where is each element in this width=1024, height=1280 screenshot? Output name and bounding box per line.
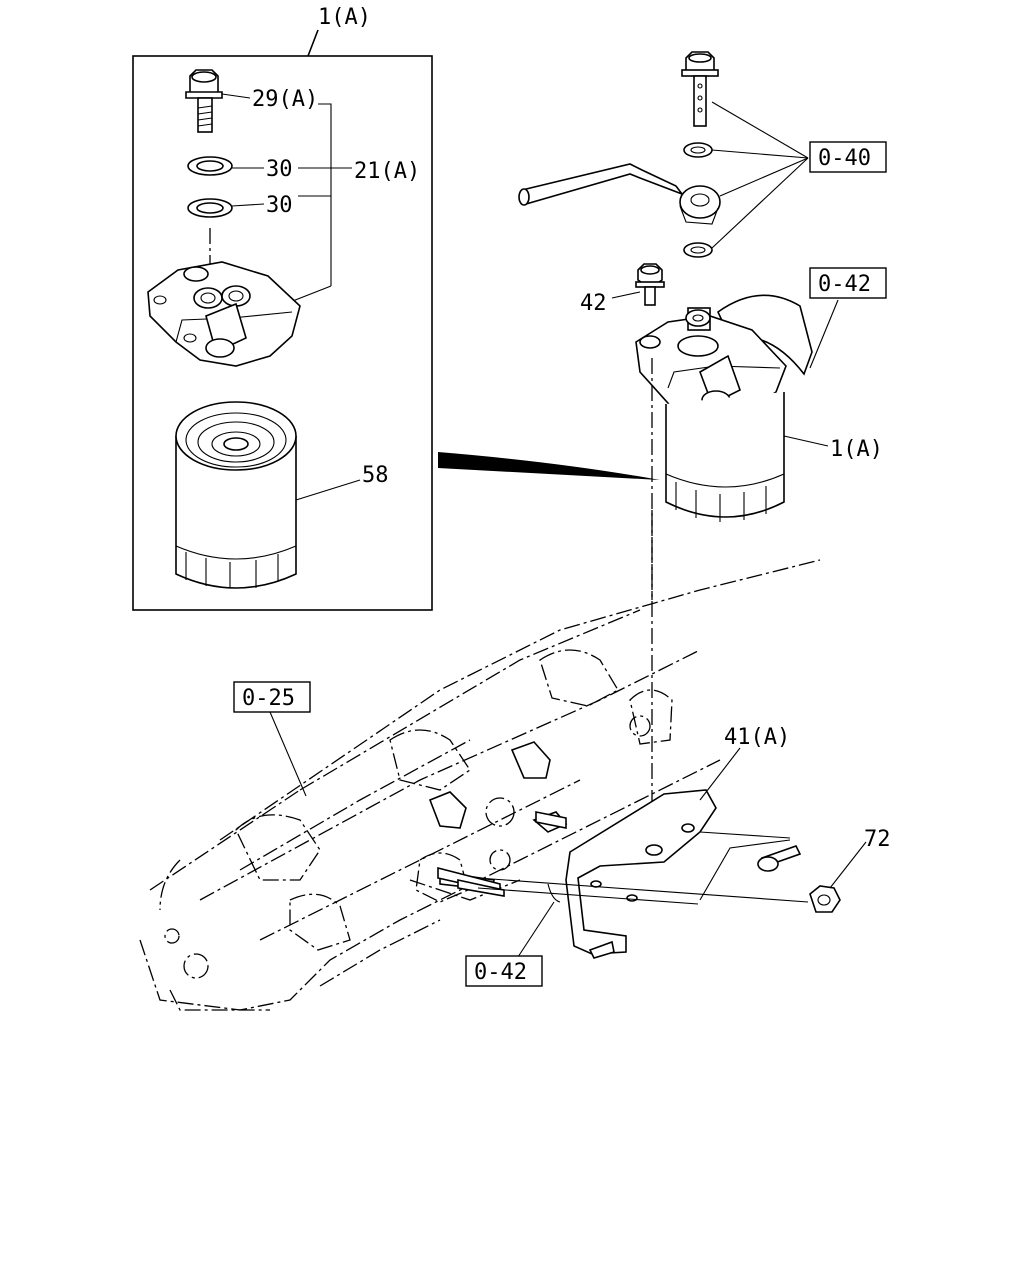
bolt-29[interactable] [185,69,223,133]
banjo-bolt[interactable] [681,51,719,127]
label-1a-side[interactable]: 1(A) [830,437,883,462]
detail-pointer [438,452,660,480]
ref-box-0-40[interactable]: 0-40 [809,141,887,173]
label-72[interactable]: 72 [864,827,891,852]
bracket-41[interactable] [565,789,802,959]
ref-0-42-top: 0-42 [818,272,871,297]
label-42[interactable]: 42 [580,291,607,316]
fuel-pipe[interactable] [518,163,721,225]
ref-box-0-42-bottom[interactable]: 0-42 [465,955,543,987]
engine-block-phantom [139,559,821,1011]
label-21a[interactable]: 21(A) [354,159,420,184]
label-58[interactable]: 58 [362,463,389,488]
ref-0-25: 0-25 [242,686,295,711]
ref-box-0-25[interactable]: 0-25 [233,681,311,713]
filter-head[interactable] [147,261,301,367]
ref-0-40: 0-40 [818,146,871,171]
through-bolt[interactable] [477,877,809,903]
label-1a-top[interactable]: 1(A) [318,5,371,30]
washer-upper-right[interactable] [683,142,713,158]
label-41a[interactable]: 41(A) [724,725,790,750]
label-29a[interactable]: 29(A) [252,87,318,112]
ref-0-42-bottom: 0-42 [474,960,527,985]
label-30-lower[interactable]: 30 [266,193,293,218]
nut-72[interactable] [809,885,841,913]
leaders-0-40 [711,101,809,249]
label-30-upper[interactable]: 30 [266,157,293,182]
ref-box-0-42-top[interactable]: 0-42 [809,267,887,299]
bolt-42[interactable] [635,263,665,306]
clip [547,883,561,903]
washer-lower-right[interactable] [683,242,713,258]
filter-assembly-right[interactable] [635,294,813,522]
washer-30-upper[interactable] [187,156,233,176]
detail-box: 1(A) [132,5,433,611]
filter-cartridge-58[interactable] [175,401,297,589]
washer-30-lower[interactable] [187,198,233,218]
